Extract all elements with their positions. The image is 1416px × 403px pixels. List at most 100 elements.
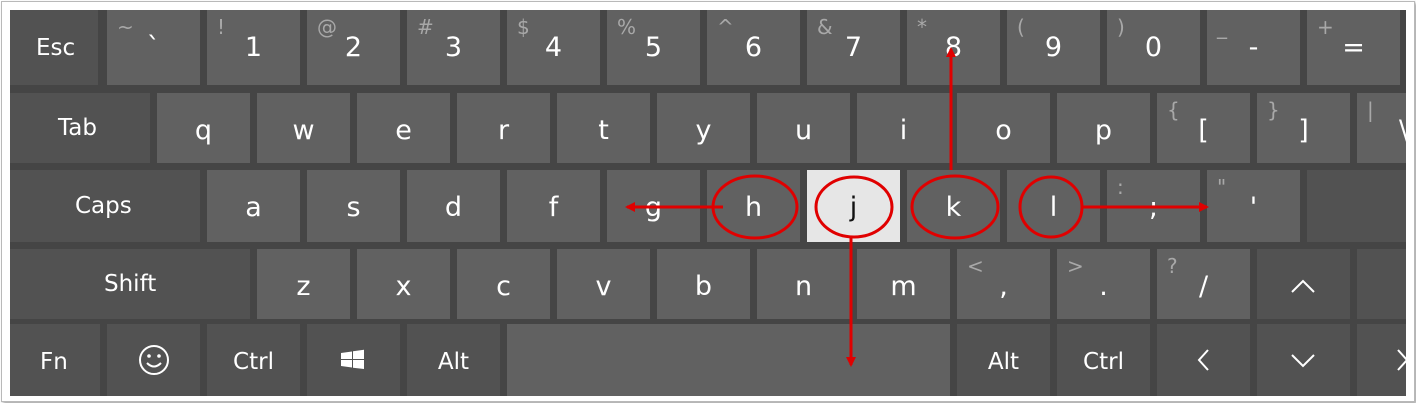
key-i[interactable]: i	[857, 93, 950, 163]
key-windows[interactable]	[307, 324, 400, 396]
key-right-bracket[interactable]: } ]	[1257, 93, 1350, 163]
key-shift[interactable]: Shift	[10, 249, 250, 319]
key-char: i	[899, 115, 908, 146]
key-char: q	[194, 115, 213, 146]
left-arrow-icon	[1197, 349, 1209, 371]
key-h[interactable]: h	[707, 170, 800, 242]
key-arrow-down[interactable]	[1257, 324, 1350, 396]
up-arrow-icon	[1291, 279, 1315, 293]
key-alt-right[interactable]: Alt	[957, 324, 1050, 396]
key-minus[interactable]: _ -	[1207, 10, 1300, 85]
key-fn[interactable]: Fn	[10, 324, 100, 396]
key-shift-char: $	[517, 15, 530, 39]
key-shift-char: ^	[717, 15, 734, 39]
key-w[interactable]: w	[257, 93, 350, 163]
key-r[interactable]: r	[457, 93, 550, 163]
key-space[interactable]	[507, 324, 950, 396]
key-char: =	[1342, 32, 1365, 63]
key-d[interactable]: d	[407, 170, 500, 242]
key-tab[interactable]: Tab	[10, 93, 150, 163]
key-right-edge[interactable]	[1357, 249, 1406, 319]
key-slash[interactable]: ? /	[1157, 249, 1250, 319]
key-x[interactable]: x	[357, 249, 450, 319]
key-5[interactable]: % 5	[607, 10, 700, 85]
key-label: Ctrl	[233, 349, 274, 375]
key-0[interactable]: ) 0	[1107, 10, 1200, 85]
key-shift-char: _	[1217, 15, 1227, 39]
on-screen-keyboard: Esc ~ ` ! 1 @ 2 # 3 $ 4 % 5 ^ 6 & 7 * 8 …	[10, 10, 1406, 396]
key-e[interactable]: e	[357, 93, 450, 163]
key-esc[interactable]: Esc	[10, 10, 98, 85]
key-s[interactable]: s	[307, 170, 400, 242]
key-label: Alt	[987, 349, 1020, 375]
key-alt-left[interactable]: Alt	[407, 324, 500, 396]
key-arrow-up[interactable]	[1257, 249, 1350, 319]
key-arrow-right[interactable]	[1357, 324, 1406, 396]
key-4[interactable]: $ 4	[507, 10, 600, 85]
key-g[interactable]: g	[607, 170, 700, 242]
key-char: .	[1099, 271, 1108, 302]
key-m[interactable]: m	[857, 249, 950, 319]
key-shift-char: }	[1267, 98, 1280, 122]
key-a[interactable]: a	[207, 170, 300, 242]
key-f[interactable]: f	[507, 170, 600, 242]
key-char: ,	[999, 271, 1008, 302]
key-ctrl-left[interactable]: Ctrl	[207, 324, 300, 396]
key-char: 1	[244, 32, 263, 63]
key-semicolon[interactable]: : ;	[1107, 170, 1200, 242]
key-z[interactable]: z	[257, 249, 350, 319]
key-equals[interactable]: + =	[1307, 10, 1400, 85]
key-quote[interactable]: " '	[1207, 170, 1300, 242]
key-backtick[interactable]: ~ `	[107, 10, 200, 85]
key-char: b	[694, 271, 713, 302]
key-char: 5	[644, 32, 663, 63]
key-char: l	[1049, 192, 1058, 223]
key-shift-char: !	[217, 15, 226, 39]
key-j[interactable]: j	[807, 170, 900, 242]
key-char: j	[849, 192, 858, 223]
key-char: s	[346, 192, 361, 223]
key-char: a	[245, 192, 262, 223]
key-char: 4	[544, 32, 563, 63]
key-3[interactable]: # 3	[407, 10, 500, 85]
key-6[interactable]: ^ 6	[707, 10, 800, 85]
key-shift-char: )	[1117, 15, 1125, 39]
key-q[interactable]: q	[157, 93, 250, 163]
key-caps[interactable]: Caps	[10, 170, 200, 242]
key-p[interactable]: p	[1057, 93, 1150, 163]
key-v[interactable]: v	[557, 249, 650, 319]
key-l[interactable]: l	[1007, 170, 1100, 242]
key-char: 8	[944, 32, 963, 63]
key-k[interactable]: k	[907, 170, 1000, 242]
key-label: Esc	[36, 35, 76, 61]
key-o[interactable]: o	[957, 93, 1050, 163]
key-shift-char: ?	[1167, 254, 1178, 278]
key-label: Shift	[104, 271, 157, 297]
key-enter[interactable]	[1307, 170, 1406, 242]
key-arrow-left[interactable]	[1157, 324, 1250, 396]
key-backslash[interactable]: | \	[1357, 93, 1406, 163]
key-t[interactable]: t	[557, 93, 650, 163]
emoji-icon	[139, 345, 169, 375]
key-shift-char: <	[967, 254, 984, 278]
key-emoji[interactable]	[107, 324, 200, 396]
key-label: Ctrl	[1083, 349, 1124, 375]
key-char: 6	[744, 32, 763, 63]
key-left-bracket[interactable]: { [	[1157, 93, 1250, 163]
key-y[interactable]: y	[657, 93, 750, 163]
key-char: v	[595, 271, 612, 302]
key-1[interactable]: ! 1	[207, 10, 300, 85]
key-c[interactable]: c	[457, 249, 550, 319]
key-u[interactable]: u	[757, 93, 850, 163]
key-comma[interactable]: < ,	[957, 249, 1050, 319]
key-char: o	[995, 115, 1012, 146]
key-9[interactable]: ( 9	[1007, 10, 1100, 85]
key-n[interactable]: n	[757, 249, 850, 319]
key-7[interactable]: & 7	[807, 10, 900, 85]
key-b[interactable]: b	[657, 249, 750, 319]
key-period[interactable]: > .	[1057, 249, 1150, 319]
key-char: k	[945, 192, 962, 223]
key-ctrl-right[interactable]: Ctrl	[1057, 324, 1150, 396]
key-8[interactable]: * 8	[907, 10, 1000, 85]
key-2[interactable]: @ 2	[307, 10, 400, 85]
